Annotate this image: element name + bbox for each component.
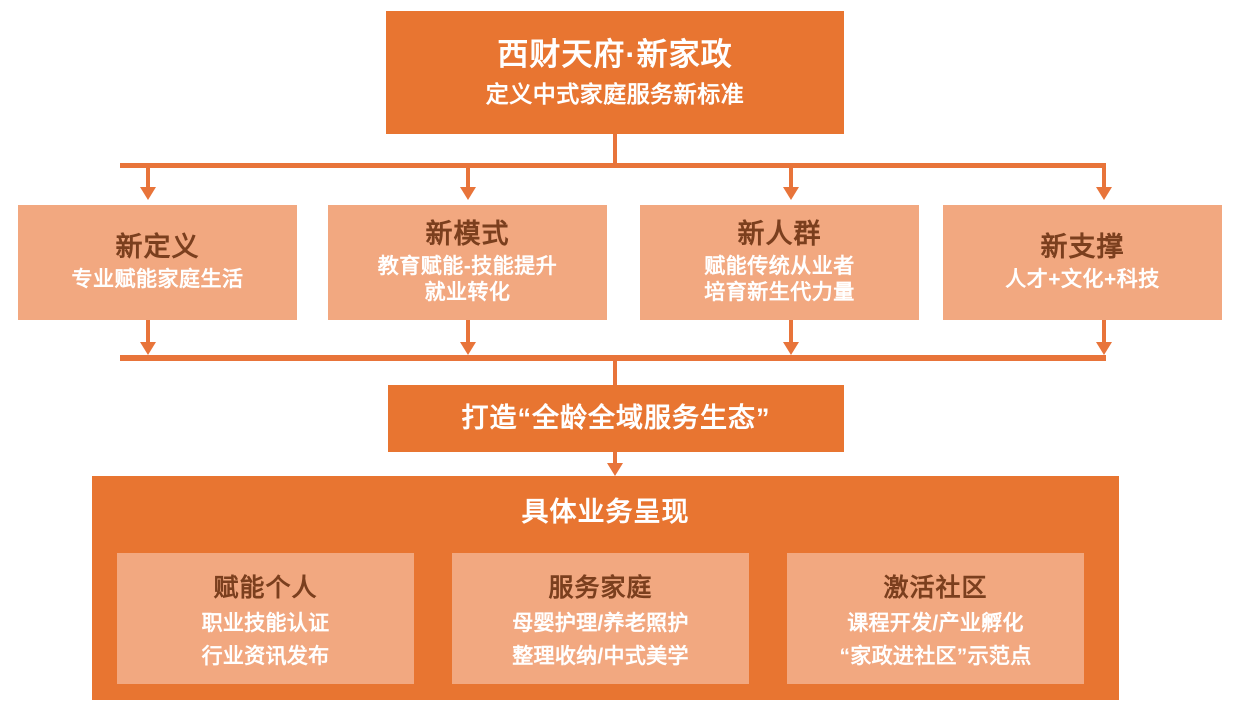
ecosystem-box: 打造“全龄全域服务生态” — [388, 385, 844, 452]
pillar-4-line-1: 人才+文化+科技 — [1005, 268, 1160, 292]
business-card-3-line-1: 课程开发/产业孵化 — [847, 611, 1024, 635]
pillar-3-line-2: 培育新生代力量 — [704, 281, 855, 305]
merge-arrow-4 — [1096, 342, 1112, 355]
title-box: 西财天府·新家政 定义中式家庭服务新标准 — [386, 11, 844, 134]
pillar-2-line-2: 就业转化 — [424, 281, 511, 305]
pillar-4-title: 新支撑 — [1040, 232, 1125, 263]
title-stem-line — [613, 134, 617, 166]
business-card-2-title: 服务家庭 — [548, 573, 653, 602]
title-main-text: 西财天府·新家政 — [497, 37, 733, 73]
pillar-3-title: 新人群 — [737, 218, 822, 249]
business-card-2-line-2: 整理收纳/中式美学 — [512, 644, 689, 668]
merge-arrow-2 — [460, 342, 476, 355]
business-card-3: 激活社区 课程开发/产业孵化 “家政进社区”示范点 — [787, 553, 1084, 684]
top-drop-line-1 — [146, 163, 150, 187]
pillar-1-line-1: 专业赋能家庭生活 — [71, 268, 244, 292]
business-card-2-line-1: 母婴护理/养老照护 — [512, 611, 689, 635]
top-drop-line-3 — [789, 163, 793, 187]
business-arrow — [607, 463, 623, 476]
ecosystem-stem-line — [613, 355, 617, 386]
pillar-1-title: 新定义 — [115, 232, 200, 263]
top-arrow-3 — [783, 187, 799, 200]
business-card-1-line-2: 行业资讯发布 — [201, 644, 330, 668]
merge-drop-line-2 — [466, 320, 470, 342]
business-card-1-line-1: 职业技能认证 — [201, 611, 330, 635]
top-drop-line-4 — [1102, 163, 1106, 187]
business-card-2: 服务家庭 母婴护理/养老照护 整理收纳/中式美学 — [452, 553, 749, 684]
top-arrow-4 — [1096, 187, 1112, 200]
top-drop-line-2 — [466, 163, 470, 187]
merge-arrow-3 — [783, 342, 799, 355]
business-stem-line — [613, 452, 617, 463]
top-arrow-1 — [140, 187, 156, 200]
pillar-2-line-1: 教育赋能-技能提升 — [377, 254, 558, 278]
merge-drop-line-3 — [789, 320, 793, 342]
merge-drop-line-4 — [1102, 320, 1106, 342]
pillar-box-4: 新支撑 人才+文化+科技 — [943, 205, 1222, 320]
ecosystem-label: 打造“全龄全域服务生态” — [461, 402, 771, 433]
merge-arrow-1 — [140, 342, 156, 355]
pillar-box-2: 新模式 教育赋能-技能提升 就业转化 — [328, 205, 607, 320]
business-card-3-title: 激活社区 — [883, 573, 988, 602]
pillar-box-1: 新定义 专业赋能家庭生活 — [18, 205, 297, 320]
top-bus-line — [120, 163, 1106, 168]
title-sub-text: 定义中式家庭服务新标准 — [485, 80, 745, 107]
top-arrow-2 — [460, 187, 476, 200]
business-card-3-line-2: “家政进社区”示范点 — [839, 644, 1032, 668]
business-card-1-title: 赋能个人 — [213, 573, 318, 602]
pillar-box-3: 新人群 赋能传统从业者 培育新生代力量 — [640, 205, 919, 320]
merge-drop-line-1 — [146, 320, 150, 342]
pillar-2-title: 新模式 — [425, 218, 510, 249]
pillar-3-line-1: 赋能传统从业者 — [704, 254, 855, 278]
business-panel-header: 具体业务呈现 — [521, 497, 690, 527]
business-card-1: 赋能个人 职业技能认证 行业资讯发布 — [117, 553, 414, 684]
